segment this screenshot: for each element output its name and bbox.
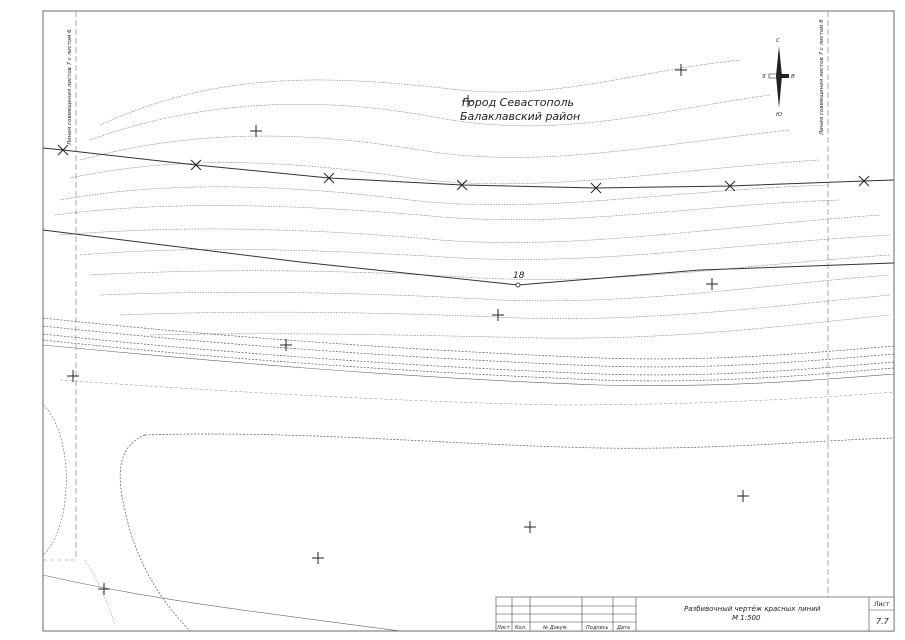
grid-crosses xyxy=(67,64,749,595)
stamp-col-date: Дата xyxy=(616,625,630,631)
left-match-line-label: Линия совмещения листов 7 с листом 6 xyxy=(67,29,73,146)
lower-road-outline xyxy=(42,404,895,632)
point-18-marker xyxy=(515,282,521,288)
stamp-scale: М 1:500 xyxy=(732,614,761,622)
red-line-vertices xyxy=(57,144,870,194)
stamp-col-signature: Подпись xyxy=(586,625,609,631)
point-18-label: 18 xyxy=(513,271,525,281)
title-block xyxy=(495,596,895,632)
sheet-frame xyxy=(42,10,895,632)
red-line-upper xyxy=(42,147,895,189)
stamp-sheet-header: Лист xyxy=(873,601,890,608)
stamp-title: Разбивочный чертёж красных линий xyxy=(684,605,821,613)
road-embankment xyxy=(42,317,895,406)
compass-north: С xyxy=(776,38,780,44)
stamp-col-sheet: Лист xyxy=(496,625,511,631)
district-label: Балаклавский район xyxy=(460,110,580,123)
red-line-lower xyxy=(42,229,895,286)
right-match-line-label: Линия совмещения листов 7 с листом 8 xyxy=(819,19,825,136)
compass: С Ю В З xyxy=(762,38,795,118)
compass-east: В xyxy=(791,74,795,80)
compass-west: З xyxy=(762,74,766,80)
stamp-sheet-number: 7.7 xyxy=(876,617,890,626)
compass-south: Ю xyxy=(776,112,782,118)
stamp-col-doc: № Докум. xyxy=(542,625,568,631)
stamp-col-count: Кол. xyxy=(515,625,526,631)
contour-lines xyxy=(54,59,891,339)
city-label: Город Севастополь xyxy=(462,96,574,109)
